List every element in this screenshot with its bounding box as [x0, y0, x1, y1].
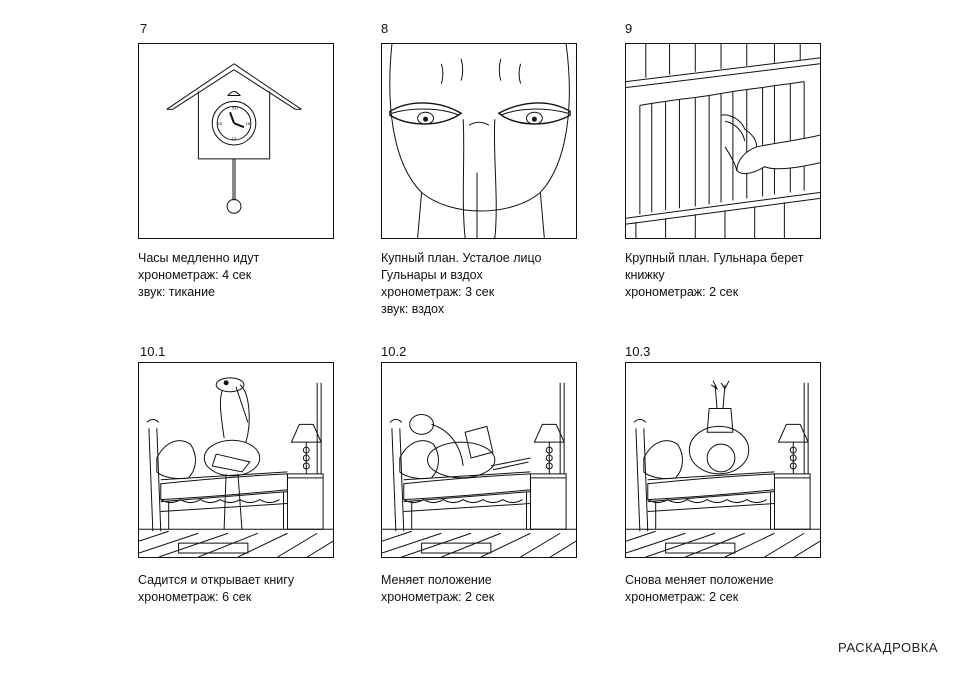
cuckoo-clock-drawing: XII III VI IX — [139, 44, 333, 238]
frame-number-10-2: 10.2 — [381, 344, 407, 359]
caption-line: хронометраж: 2 сек — [625, 285, 739, 299]
bedroom-lying-reading-drawing — [382, 363, 576, 557]
frame-caption-7: Часы медленно идут хронометраж: 4 сек зв… — [138, 250, 348, 301]
caption-line: хронометраж: 6 сек — [138, 590, 252, 604]
svg-text:VI: VI — [231, 136, 237, 141]
frame-number-10-1: 10.1 — [140, 344, 166, 359]
frame-panel-10-1 — [138, 362, 334, 558]
frame-caption-9: Крупный план. Гульнара берет книжку хрон… — [625, 250, 835, 301]
frame-panel-7: XII III VI IX — [138, 43, 334, 239]
bedroom-legs-up-reading-drawing — [626, 363, 820, 557]
tired-face-closeup-drawing — [382, 44, 576, 238]
caption-line: хронометраж: 3 сек — [381, 285, 495, 299]
caption-line: Купный план. Усталое лицо — [381, 251, 542, 265]
frame-panel-10-2 — [381, 362, 577, 558]
caption-line: хронометраж: 2 сек — [625, 590, 739, 604]
caption-line: звук: вздох — [381, 302, 445, 316]
frame-number-7: 7 — [140, 21, 148, 36]
caption-line: Снова меняет положение — [625, 573, 774, 587]
frame-caption-8: Купный план. Усталое лицо Гульнары и взд… — [381, 250, 591, 318]
frame-number-9: 9 — [625, 21, 633, 36]
caption-line: Садится и открывает книгу — [138, 573, 295, 587]
frame-panel-8 — [381, 43, 577, 239]
caption-line: Часы медленно идут — [138, 251, 260, 265]
bookshelf-hand-drawing — [626, 44, 820, 238]
frame-caption-10-2: Меняет положение хронометраж: 2 сек — [381, 572, 591, 606]
frame-panel-10-3 — [625, 362, 821, 558]
frame-number-10-3: 10.3 — [625, 344, 651, 359]
caption-line: книжку — [625, 268, 665, 282]
caption-line: Меняет положение — [381, 573, 492, 587]
svg-text:IX: IX — [218, 121, 223, 126]
caption-line: звук: тикание — [138, 285, 216, 299]
frame-number-8: 8 — [381, 21, 389, 36]
caption-line: хронометраж: 2 сек — [381, 590, 495, 604]
frame-panel-9 — [625, 43, 821, 239]
svg-text:XII: XII — [232, 105, 238, 110]
bedroom-sitting-reading-drawing — [139, 363, 333, 557]
caption-line: хронометраж: 4 сек — [138, 268, 252, 282]
caption-line: Крупный план. Гульнара берет — [625, 251, 804, 265]
frame-caption-10-1: Садится и открывает книгу хронометраж: 6… — [138, 572, 348, 606]
caption-line: Гульнары и вздох — [381, 268, 483, 282]
storyboard-title: РАСКАДРОВКА — [838, 640, 938, 655]
frame-caption-10-3: Снова меняет положение хронометраж: 2 се… — [625, 572, 835, 606]
svg-text:III: III — [246, 121, 251, 126]
